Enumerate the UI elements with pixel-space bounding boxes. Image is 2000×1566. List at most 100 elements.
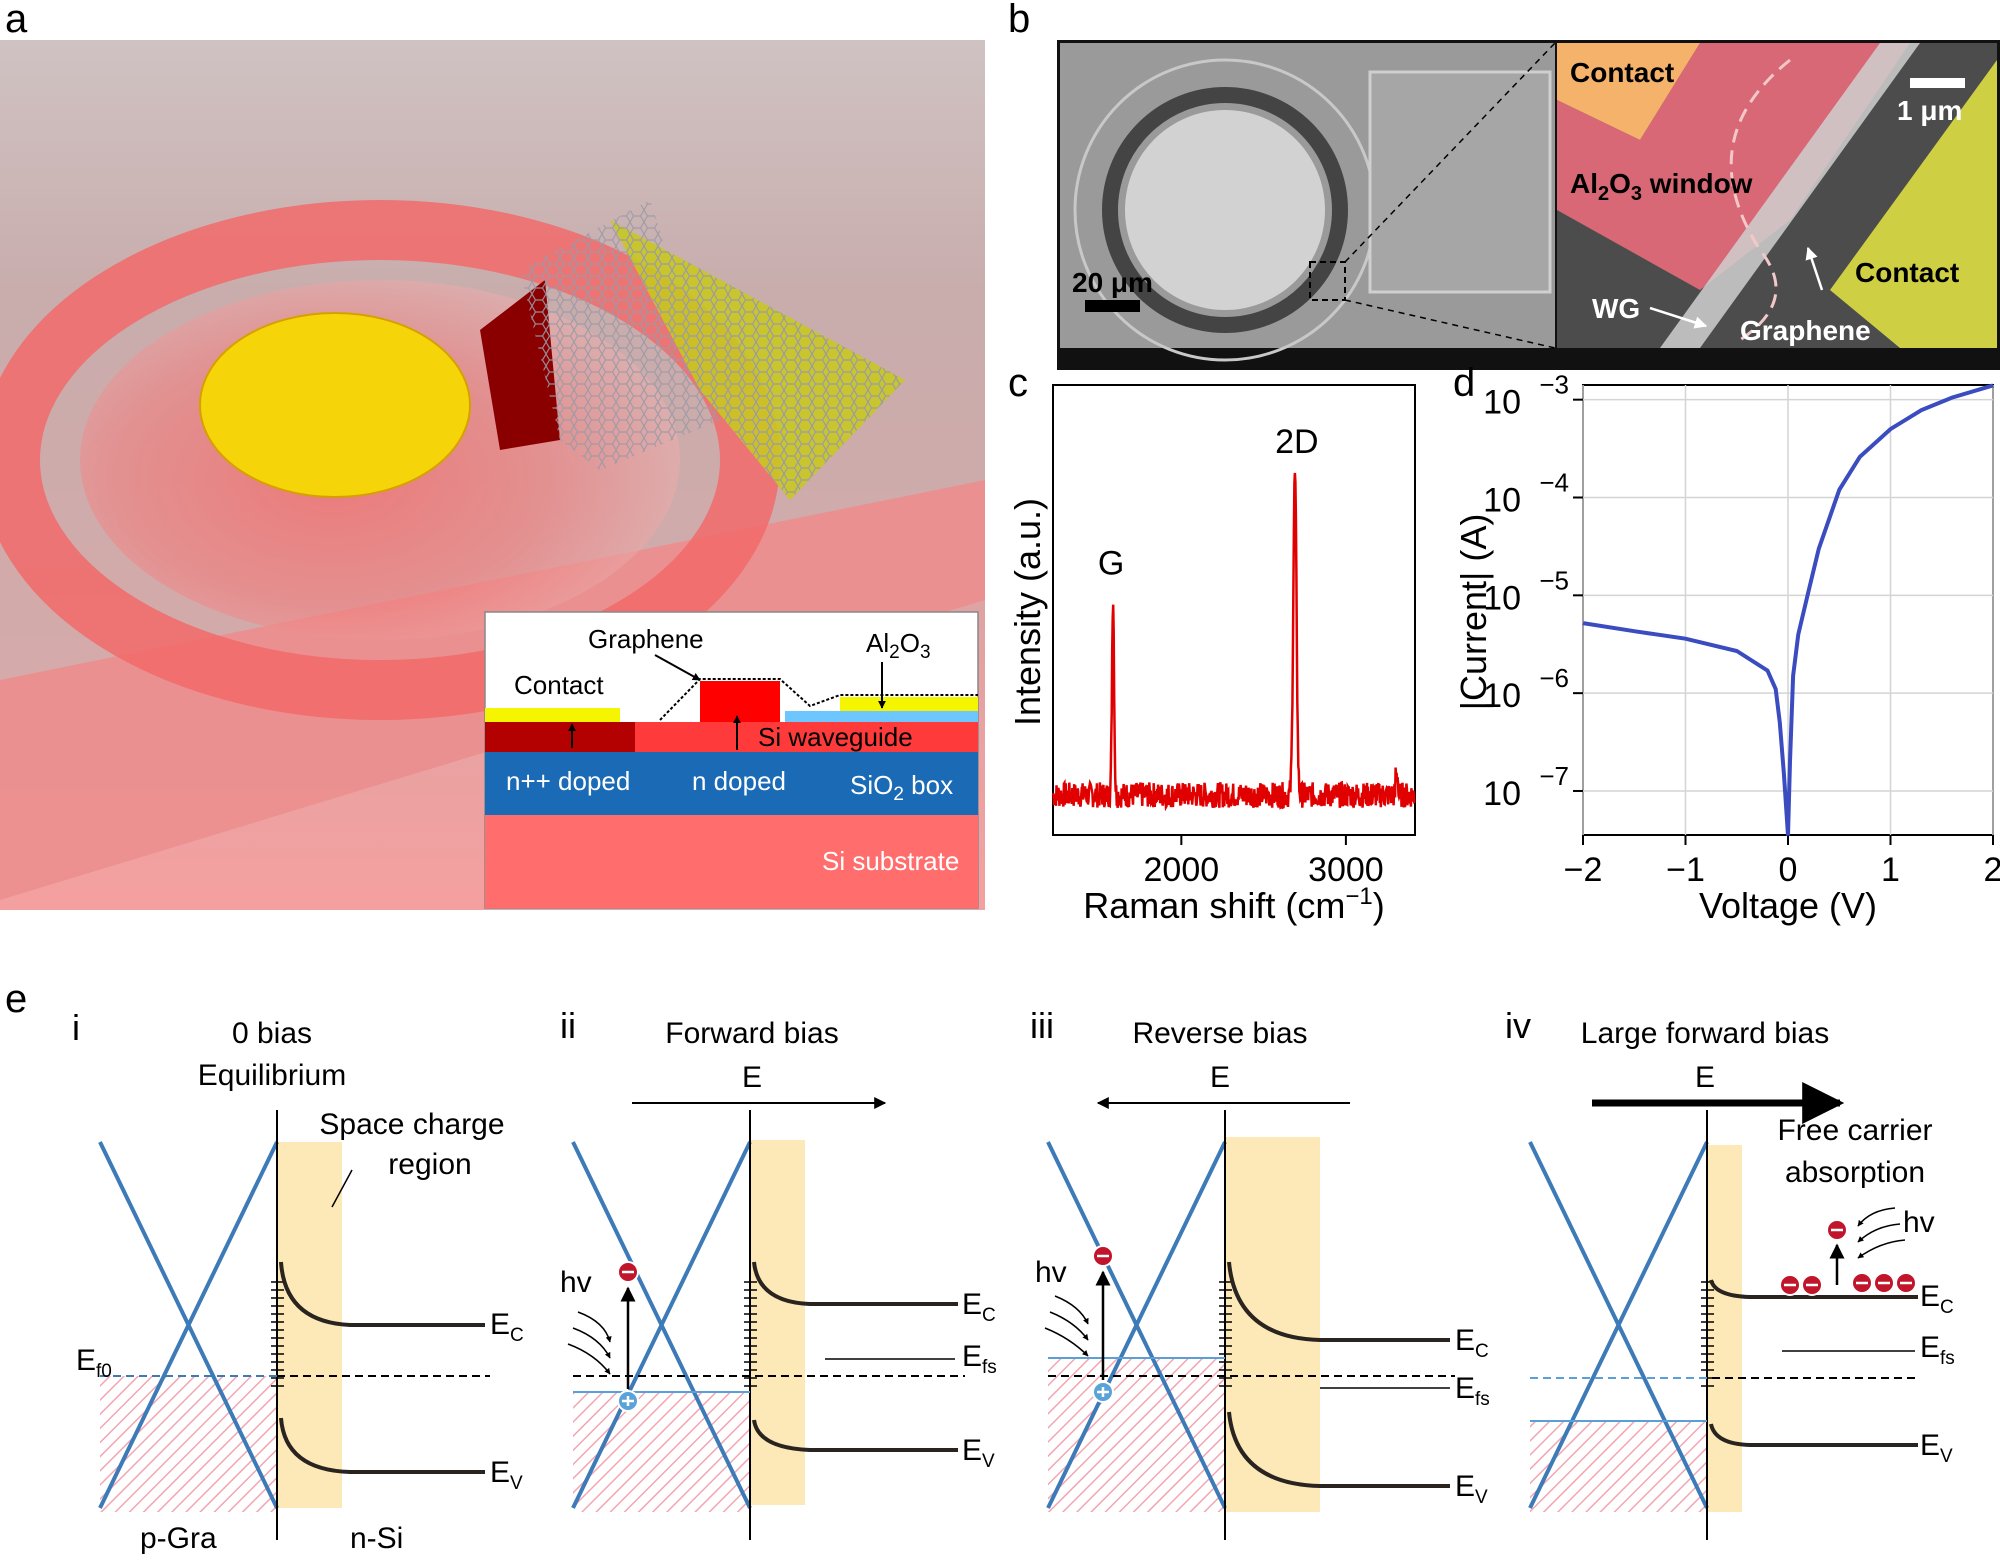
hatch-filled-states-iii <box>1048 1358 1225 1512</box>
panel-label-c: c <box>1008 361 1028 405</box>
valence-band-ii <box>752 1419 958 1452</box>
zoom-label-contact-right: Contact <box>1855 257 1959 288</box>
zoom-graphene-edge <box>1729 58 1791 342</box>
hatch-filled-states-iv <box>1530 1421 1707 1512</box>
free-carrier-electrons <box>1779 1219 1917 1296</box>
ec-label-iii: EC <box>1455 1324 1489 1362</box>
p-gra-label: p-Gra <box>140 1522 217 1555</box>
scale-bar-zoom <box>1910 78 1965 88</box>
npp-region <box>485 722 635 752</box>
inset-label-npp: n++ doped <box>506 766 630 796</box>
iv-x-axis-label: Voltage (V) <box>1699 885 1877 926</box>
hatch-filled-states-ii <box>573 1392 750 1512</box>
scale-label-main: 20 μm <box>1072 267 1153 298</box>
al2o3-layer <box>785 711 978 722</box>
si-substrate-layer <box>485 815 978 908</box>
scale-bar-main <box>1085 300 1140 312</box>
ev-label-ii: EV <box>962 1434 995 1472</box>
iv-y-tick-exponent: −6 <box>1539 663 1569 693</box>
panel-a: a Graphene Al2O3 Contact Si waveguide n+… <box>0 0 985 910</box>
field-label-ii: E <box>742 1061 762 1094</box>
cross-section-inset: Graphene Al2O3 Contact Si waveguide n++ … <box>484 611 979 909</box>
contact-layer-left <box>485 708 620 722</box>
sem-ring <box>1102 87 1348 333</box>
iv-x-tick-label: −2 <box>1564 851 1603 889</box>
title-iv: Large forward bias <box>1581 1017 1829 1050</box>
ring-resonator <box>0 200 780 720</box>
iv-y-tick-label: 10 <box>1483 482 1521 520</box>
inset-label-n: n doped <box>692 766 786 796</box>
efs-label-ii: Efs <box>962 1340 997 1378</box>
raman-peak-label-g: G <box>1098 545 1124 583</box>
zoom-waveguide <box>1660 43 1920 348</box>
hv-label-ii: hv <box>560 1266 592 1299</box>
field-label-iii: E <box>1210 1061 1230 1094</box>
band-diagram-iv: iv Large forward bias E <box>1505 1005 1955 1540</box>
n-si-label: n-Si <box>350 1522 403 1555</box>
hv-label-iv: hv <box>1903 1206 1935 1239</box>
space-charge-label-1: Space charge <box>319 1108 504 1141</box>
valence-band-iv <box>1709 1423 1918 1447</box>
band-diagram-i: i 0 bias Equilibrium Space charge region… <box>72 1007 524 1555</box>
raman-x-tick-label: 2000 <box>1144 851 1220 889</box>
zoom-al2o3-window <box>1557 43 1910 290</box>
gold-disk-contact <box>199 312 471 498</box>
iv-y-ticks: 10−710−610−510−410−3 <box>1483 370 1583 813</box>
raman-x-tick-label: 3000 <box>1308 851 1384 889</box>
space-charge-region <box>277 1142 342 1508</box>
inset-label-substrate: Si substrate <box>822 846 959 876</box>
inset-label-si-waveguide: Si waveguide <box>758 722 913 752</box>
zoom-contact-right <box>1830 60 1997 348</box>
dirac-cone-line <box>1528 1141 1709 1509</box>
dirac-cone-line <box>1046 1141 1227 1509</box>
dirac-cone-line <box>571 1141 752 1509</box>
iv-y-axis-label: |Current| (A) <box>1453 514 1494 711</box>
space-charge-label-2: region <box>388 1148 471 1181</box>
valence-band-iii <box>1227 1411 1450 1488</box>
iv-curve <box>1582 383 1994 836</box>
contact-layer-right <box>840 697 978 711</box>
field-label-iv: E <box>1695 1061 1715 1094</box>
band-diagram-iii: iii Reverse bias E <box>1030 1005 1490 1540</box>
iv-y-tick-label: 10 <box>1483 775 1521 813</box>
raman-x-ticks: 2000 3000 <box>1144 835 1384 889</box>
ev-label-iii: EV <box>1455 1470 1488 1508</box>
raman-peak-label-2d: 2D <box>1275 423 1318 461</box>
ec-label-i: EC <box>490 1308 524 1346</box>
sem-zoom-box <box>1309 261 1346 301</box>
iv-x-tick-label: 2 <box>1984 851 2000 889</box>
iv-y-tick-label: 10 <box>1483 384 1521 422</box>
iv-grid <box>1582 385 1994 835</box>
zoom-label-al2o3-window: Al2O3 window <box>1570 168 1753 205</box>
panel-e-band-diagrams: e i 0 bias Equilibrium Space charge regi… <box>5 977 1955 1555</box>
zoom-label-graphene: Graphene <box>1740 315 1871 346</box>
graphene-line <box>659 678 978 721</box>
si-waveguide-slab-layer <box>635 722 978 752</box>
conduction-band-i <box>279 1261 485 1327</box>
inset-label-al2o3: Al2O3 <box>866 628 931 663</box>
iv-y-tick-exponent: −3 <box>1539 370 1569 400</box>
interface-states <box>271 1281 284 1387</box>
band-diagram-ii: ii Forward bias E <box>560 1005 997 1540</box>
valence-band-i <box>279 1417 485 1474</box>
conduction-band-iii <box>1227 1261 1450 1342</box>
zoom-label-contact-top: Contact <box>1570 57 1674 88</box>
title-iii: Reverse bias <box>1132 1017 1307 1050</box>
space-charge-region-iii <box>1225 1137 1320 1512</box>
inset-label-contact: Contact <box>514 670 604 700</box>
title-i-line2: Equilibrium <box>198 1059 346 1092</box>
sub-label-ii: ii <box>560 1005 576 1046</box>
hv-label-iii: hv <box>1035 1256 1067 1289</box>
scale-label-zoom: 1 μm <box>1897 95 1962 126</box>
panel-label-b: b <box>1008 0 1030 41</box>
efs-label-iv: Efs <box>1920 1331 1955 1369</box>
conduction-band-ii <box>752 1261 958 1306</box>
iv-y-tick-label: 10 <box>1483 677 1521 715</box>
ef0-label: Ef0 <box>76 1344 112 1382</box>
sub-label-iv: iv <box>1505 1005 1531 1046</box>
space-charge-region-iv <box>1707 1145 1742 1512</box>
